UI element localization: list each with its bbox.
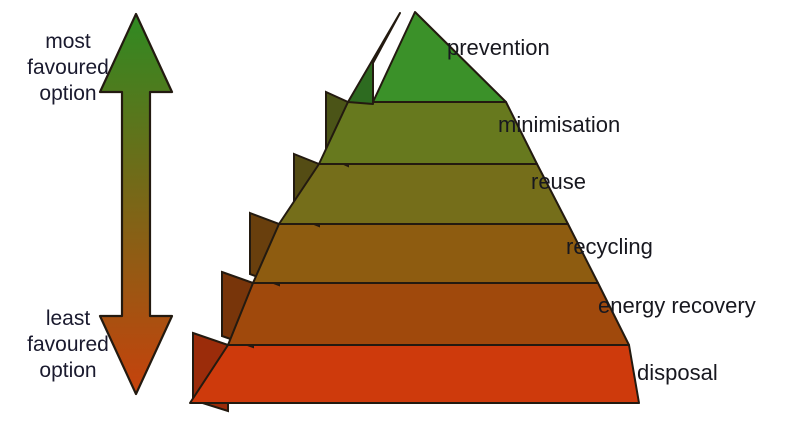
pyramid-tier-recycling-face <box>252 223 599 284</box>
pyramid-tier-minimisation[interactable] <box>318 90 538 168</box>
pyramid-tier-prevention-face <box>372 11 507 103</box>
most-favoured-line2: favoured <box>27 56 109 79</box>
tier-label-minimisation: minimisation <box>498 112 620 137</box>
tier-label-energy-recovery: energy recovery <box>598 293 756 318</box>
pyramid-tier-disposal-face <box>189 344 640 404</box>
pyramid-tier-recycling[interactable] <box>249 211 599 287</box>
preference-arrow <box>98 12 174 396</box>
pyramid-tier-prevention[interactable] <box>347 11 507 105</box>
least-favoured-line2: favoured <box>27 333 109 356</box>
least-favoured-line1: least <box>46 307 91 330</box>
most-favoured-line3: option <box>39 82 96 105</box>
pyramid-tier-energy-recovery-face <box>227 282 630 346</box>
pyramid-tier-labels: prevention minimisation reuse recycling … <box>447 35 756 385</box>
pyramid-tier-reuse-face <box>278 163 569 225</box>
most-favoured-label: most favoured option <box>27 30 109 105</box>
pyramid-group <box>189 11 640 413</box>
preference-arrow-group <box>98 12 174 396</box>
most-favoured-line1: most <box>45 30 91 53</box>
pyramid-tier-reuse[interactable] <box>278 152 569 228</box>
tier-label-reuse: reuse <box>531 169 586 194</box>
pyramid-tier-prevention-side <box>347 12 401 105</box>
tier-label-disposal: disposal <box>637 360 718 385</box>
least-favoured-line3: option <box>39 359 96 382</box>
least-favoured-label: least favoured option <box>27 307 109 382</box>
tier-label-recycling: recycling <box>566 234 653 259</box>
tier-label-prevention: prevention <box>447 35 550 60</box>
